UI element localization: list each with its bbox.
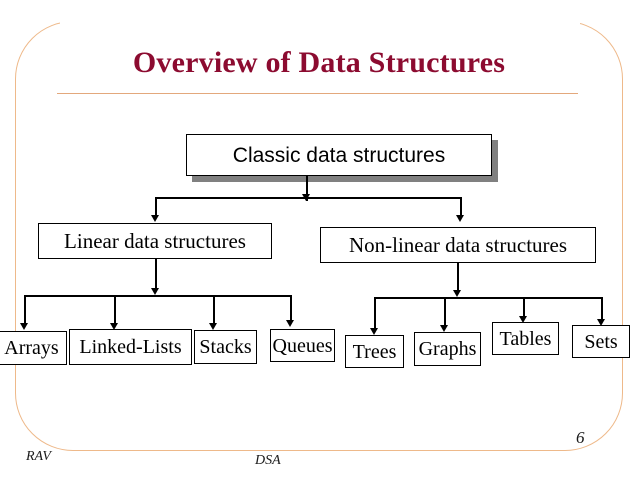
node-label: Tables [499,327,552,350]
node-sets: Sets [572,325,630,358]
page-title: Overview of Data Structures [132,46,506,79]
arrow-to-stacks [209,323,217,330]
connector-to-graphs [444,297,446,327]
connector-linear-stem [155,259,157,291]
connector-to-tables [523,297,525,318]
arrow-linear-stem [151,288,159,295]
connector-root-stem [306,176,308,198]
connector-to-sets [601,297,603,321]
title-divider [57,93,578,95]
arrow-to-trees [370,328,378,335]
footer-author: RAV [26,449,51,464]
node-label: Graphs [418,338,477,360]
node-label: Classic data structures [232,143,446,167]
node-tables: Tables [492,322,559,355]
node-label: Stacks [199,336,252,358]
node-label: Arrays [4,337,59,359]
connector-to-queues [290,295,292,322]
arrow-to-graphs [440,325,448,332]
page-number: 6 [576,428,585,447]
connector-to-linear [155,197,157,217]
node-label: Non-linear data structures [348,232,568,257]
footer-course: DSA [255,453,281,468]
node-non-linear-data-structures: Non-linear data structures [320,227,596,263]
arrow-to-linear [151,215,159,222]
arrow-to-tables [519,316,527,323]
node-label: Trees [352,340,397,363]
node-graphs: Graphs [414,332,481,366]
arrow-to-sets [597,319,605,326]
connector-to-nonlinear [460,197,462,217]
connector-to-linked-lists [114,295,116,325]
connector-linear-bar [24,295,291,297]
frame-top-gap [60,12,580,28]
node-trees: Trees [345,335,404,368]
node-stacks: Stacks [194,330,257,364]
connector-nonlinear-stem [457,263,459,293]
node-label: Linked-Lists [79,336,182,358]
arrow-to-queues [286,320,294,327]
arrow-to-linked-lists [110,323,118,330]
connector-to-trees [374,297,376,330]
arrow-to-arrays [20,323,28,330]
node-linear-data-structures: Linear data structures [38,223,272,259]
connector-nonlinear-bar [374,297,602,299]
node-queues: Queues [270,329,335,362]
node-arrays: Arrays [0,331,67,365]
node-linked-lists: Linked-Lists [69,329,192,365]
connector-to-arrays [24,295,26,325]
node-label: Linear data structures [64,228,246,253]
arrow-center-drop [302,194,310,201]
arrow-nonlinear-stem [453,290,461,297]
node-label: Queues [272,334,333,357]
node-label: Sets [584,330,618,353]
connector-to-stacks [213,295,215,325]
arrow-to-nonlinear [456,215,464,222]
node-classic-data-structures: Classic data structures [186,134,492,176]
